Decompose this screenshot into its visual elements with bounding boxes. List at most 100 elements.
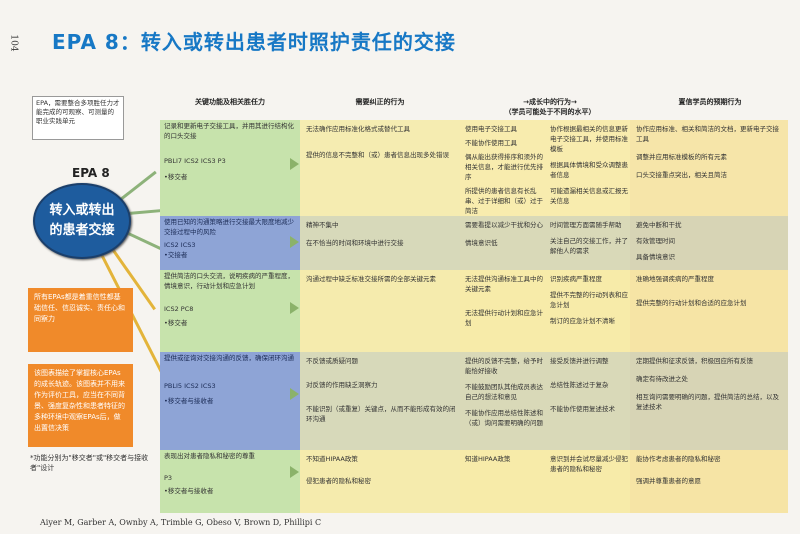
header-corrective: 需要纠正的行为 <box>355 98 405 106</box>
row4-c2a-item: 不能鼓励团队其他成员表达自己的想法和意见 <box>465 383 543 401</box>
row4-developing-b: 接受反馈并进行调整 总结性陈述过于复杂 不能协作使用复述技术 <box>550 356 628 414</box>
row2-key-function: 使用已知的沟通策略进行交接最大限度地减少交接过程中的风险 ICS2 ICS3 •… <box>160 216 300 270</box>
epa-circle: 转入或转出 的患者交接 <box>33 183 131 259</box>
row1-c1-item: 提供的信息不完整和（或）患者信息出现多处错误 <box>306 151 449 159</box>
header-entrustable: 置信学员的预期行为 <box>678 98 742 106</box>
row4-c1-item: 不能识别（或重复）关键点，从而不能形成有效的闭环沟通 <box>306 405 456 423</box>
corrective-column <box>300 120 460 513</box>
row4-c1-item: 不反馈或质疑问题 <box>306 357 358 365</box>
row2-c3-item: 有效管理时间 <box>636 237 675 245</box>
authors-footer: Aiyer M, Garber A, Ownby A, Trimble G, O… <box>40 518 322 527</box>
row1-c1-item: 无法确作应用标准化格式或替代工具 <box>306 125 410 133</box>
row5-key-text: 表现出对患者隐私和秘密的尊重 <box>164 452 255 460</box>
connector-arrow-1 <box>117 170 157 203</box>
row1-key-function: 记录和更新电子交接工具，并用其进行结构化的口头交接 PBLI7 ICS2 ICS… <box>160 120 300 216</box>
row3-arrow-icon <box>290 302 299 314</box>
header-developing: →成长中的行为→ （学员可能处于不同的水平） <box>470 97 630 117</box>
row4-c2b-item: 不能协作使用复述技术 <box>550 405 615 413</box>
row4-c2b-item: 总结性陈述过于复杂 <box>550 381 609 389</box>
row4-c2a-item: 提供的反馈不完整，给予时能恰好接收 <box>465 357 543 375</box>
row1-developing-b: 协作根据最相关的信息更新电子交接工具，并使用标准模板 根据具体情境和受众调整患者… <box>550 124 628 206</box>
band-row-1 <box>300 120 788 216</box>
row5-c3-item: 强调并尊重患者的意愿 <box>636 477 701 485</box>
row3-key-code: ICS2 PC8 <box>164 305 194 313</box>
competency-grid: 记录和更新电子交接工具，并用其进行结构化的口头交接 PBLI7 ICS2 ICS… <box>160 120 788 513</box>
row5-arrow-icon <box>290 466 299 478</box>
row1-c2a-item: 所提供的患者信息有长乱串、过于详细和（或）过于简洁 <box>465 187 543 215</box>
row4-key-text: 提供或征询对交接沟通的反馈，确保闭环沟通 <box>164 354 294 362</box>
row2-c2a-item: 情境意识低 <box>465 239 498 247</box>
header-developing-main: →成长中的行为→ <box>523 98 577 106</box>
band-row-4 <box>300 352 788 450</box>
row3-key-role: •移交者 <box>164 318 188 327</box>
row3-corrective: 沟通过程中缺乏标准交接所需的全部关键元素 <box>306 274 456 284</box>
row3-c2b-item: 提供不完整的行动列表和应急计划 <box>550 291 628 309</box>
row5-c1-item: 不知道HIPAA政策 <box>306 455 358 463</box>
row4-c2a-item: 不能协作应用总结性陈述和（或）询问需要明确的问题 <box>465 409 543 427</box>
orange-box-trajectory: 该图表描绘了掌握核心EPAs的成长轨迹。该图表并不用来作为评价工具，应当在不同背… <box>28 364 133 447</box>
page-number: 104 <box>8 34 19 52</box>
row1-c3-item: 调整并应用标准模板的所有元素 <box>636 153 727 161</box>
row5-key-role: •移交者与接收者 <box>164 487 214 495</box>
row2-developing-b: 时间管理方面需随手帮助 关注自己的交接工作，并了解他人的需求 <box>550 220 628 256</box>
row2-c1-item: 在不恰当的时间和环境中进行交接 <box>306 239 404 247</box>
row2-key-text: 使用已知的沟通策略进行交接最大限度地减少交接过程中的风险 <box>164 218 294 236</box>
row5-key-function: 表现出对患者隐私和秘密的尊重 P3 •移交者与接收者 <box>160 450 300 513</box>
row2-key-role: •交接者 <box>164 250 188 259</box>
developing-column <box>460 120 630 513</box>
row4-entrustable: 定期提供和征求反馈，积极回应所有反馈 确定有待改进之处 相互询问需要明确的问题，… <box>636 356 784 412</box>
row5-c2a-item: 知道HIPAA政策 <box>465 455 511 463</box>
row1-arrow-icon <box>290 158 299 170</box>
row4-key-function: 提供或征询对交接沟通的反馈，确保闭环沟通 PBLI5 ICS2 ICS3 •移交… <box>160 352 300 450</box>
row2-c3-item: 具备情境意识 <box>636 253 675 261</box>
orange-box-trust: 所有EPAs都是着重信性都基础信任、信忍诚实、责任心和同察力 <box>28 288 133 352</box>
row3-c3-item: 提供完整的行动计划和合适的应急计划 <box>636 299 747 307</box>
row4-c3-item: 定期提供和征求反馈，积极回应所有反馈 <box>636 357 753 365</box>
intro-box: EPA，需要整合多项胜任力才能完成的可观察、可测量的职业实践单元 <box>32 96 124 140</box>
row1-entrustable: 协作应用标准、相关和简洁的文档，更新电子交接工具 调整并应用标准模板的所有元素 … <box>636 124 784 180</box>
circle-line1: 转入或转出 <box>49 203 115 218</box>
row1-c2b-item: 可能遗漏相关信息或汇报无关信息 <box>550 187 628 205</box>
row4-c3-item: 确定有待改进之处 <box>636 375 688 383</box>
row3-c3-item: 准确地强调疾病的严重程度 <box>636 275 714 283</box>
row3-key-function: 提供简洁的口头交流，说明疾病的严重程度，情境意识，行动计划和应急计划 ICS2 … <box>160 270 300 352</box>
row1-c2a-item: 偶从能出获得排序和须外的相关信息，才能进行优先排序 <box>465 153 543 181</box>
row1-key-role: •移交者 <box>164 172 188 181</box>
page-title: EPA 8：转入或转出患者时照护责任的交接 <box>52 30 456 54</box>
row1-key-text: 记录和更新电子交接工具，并用其进行结构化的口头交接 <box>164 122 294 140</box>
row4-corrective: 不反馈或质疑问题 对反馈的作用缺乏洞察力 不能识别（或重复）关键点，从而不能形成… <box>306 356 456 424</box>
circle-line2: 的患者交接 <box>49 223 115 238</box>
row3-c2b-item: 制订的应急计划不清晰 <box>550 317 615 325</box>
row5-developing-b: 意识到并会试尽量减少侵犯患者的隐私和秘密 <box>550 454 628 474</box>
row3-entrustable: 准确地强调疾病的严重程度 提供完整的行动计划和合适的应急计划 <box>636 274 784 308</box>
row4-c2b-item: 接受反馈并进行调整 <box>550 357 609 365</box>
role-note: *功能分别为"移交者"或"移交者与接收者"设计 <box>30 454 149 472</box>
row2-c2a-item: 需要看提以减少干扰和分心 <box>465 221 543 229</box>
band-row-5 <box>300 450 788 513</box>
row2-c1-item: 精神不集中 <box>306 221 339 229</box>
row1-c3-item: 协作应用标准、相关和简洁的文档，更新电子交接工具 <box>636 125 779 143</box>
row2-c2b-item: 时间管理方面需随手帮助 <box>550 221 622 229</box>
header-key-functions: 关键功能及相关胜任力 <box>195 98 265 106</box>
entrustable-column <box>630 120 788 513</box>
row2-developing-a: 需要看提以减少干扰和分心 情境意识低 <box>465 220 545 248</box>
row3-c2a-item: 无法提供行动计划和应急计划 <box>465 309 543 327</box>
row5-developing-a: 知道HIPAA政策 <box>465 454 545 464</box>
epa-label: EPA 8 <box>72 166 110 180</box>
row1-c3-item: 口头交接重点突出，相关且简洁 <box>636 171 727 179</box>
row3-developing-a: 无法提供沟通标准工具中的关键元素 无法提供行动计划和应急计划 <box>465 274 545 328</box>
row4-c3-item: 相互询问需要明确的问题，提供简洁的总结，以及复述技术 <box>636 393 779 411</box>
header-developing-sub: （学员可能处于不同的水平） <box>504 108 596 116</box>
row5-c2b-item: 意识到并会试尽量减少侵犯患者的隐私和秘密 <box>550 455 628 473</box>
row2-entrustable: 避免中断和干扰 有效管理时间 具备情境意识 <box>636 220 784 262</box>
row3-c1-item: 沟通过程中缺乏标准交接所需的全部关键元素 <box>306 275 436 283</box>
connector-arrow-3 <box>123 230 165 252</box>
row5-c1-item: 侵犯患者的隐私和秘密 <box>306 477 371 485</box>
row4-c1-item: 对反馈的作用缺乏洞察力 <box>306 381 378 389</box>
row4-arrow-icon <box>290 388 299 400</box>
band-row-3 <box>300 270 788 352</box>
row4-key-role: •移交者与接收者 <box>164 397 214 405</box>
row2-c2b-item: 关注自己的交接工作，并了解他人的需求 <box>550 237 628 255</box>
row2-c3-item: 避免中断和干扰 <box>636 221 682 229</box>
